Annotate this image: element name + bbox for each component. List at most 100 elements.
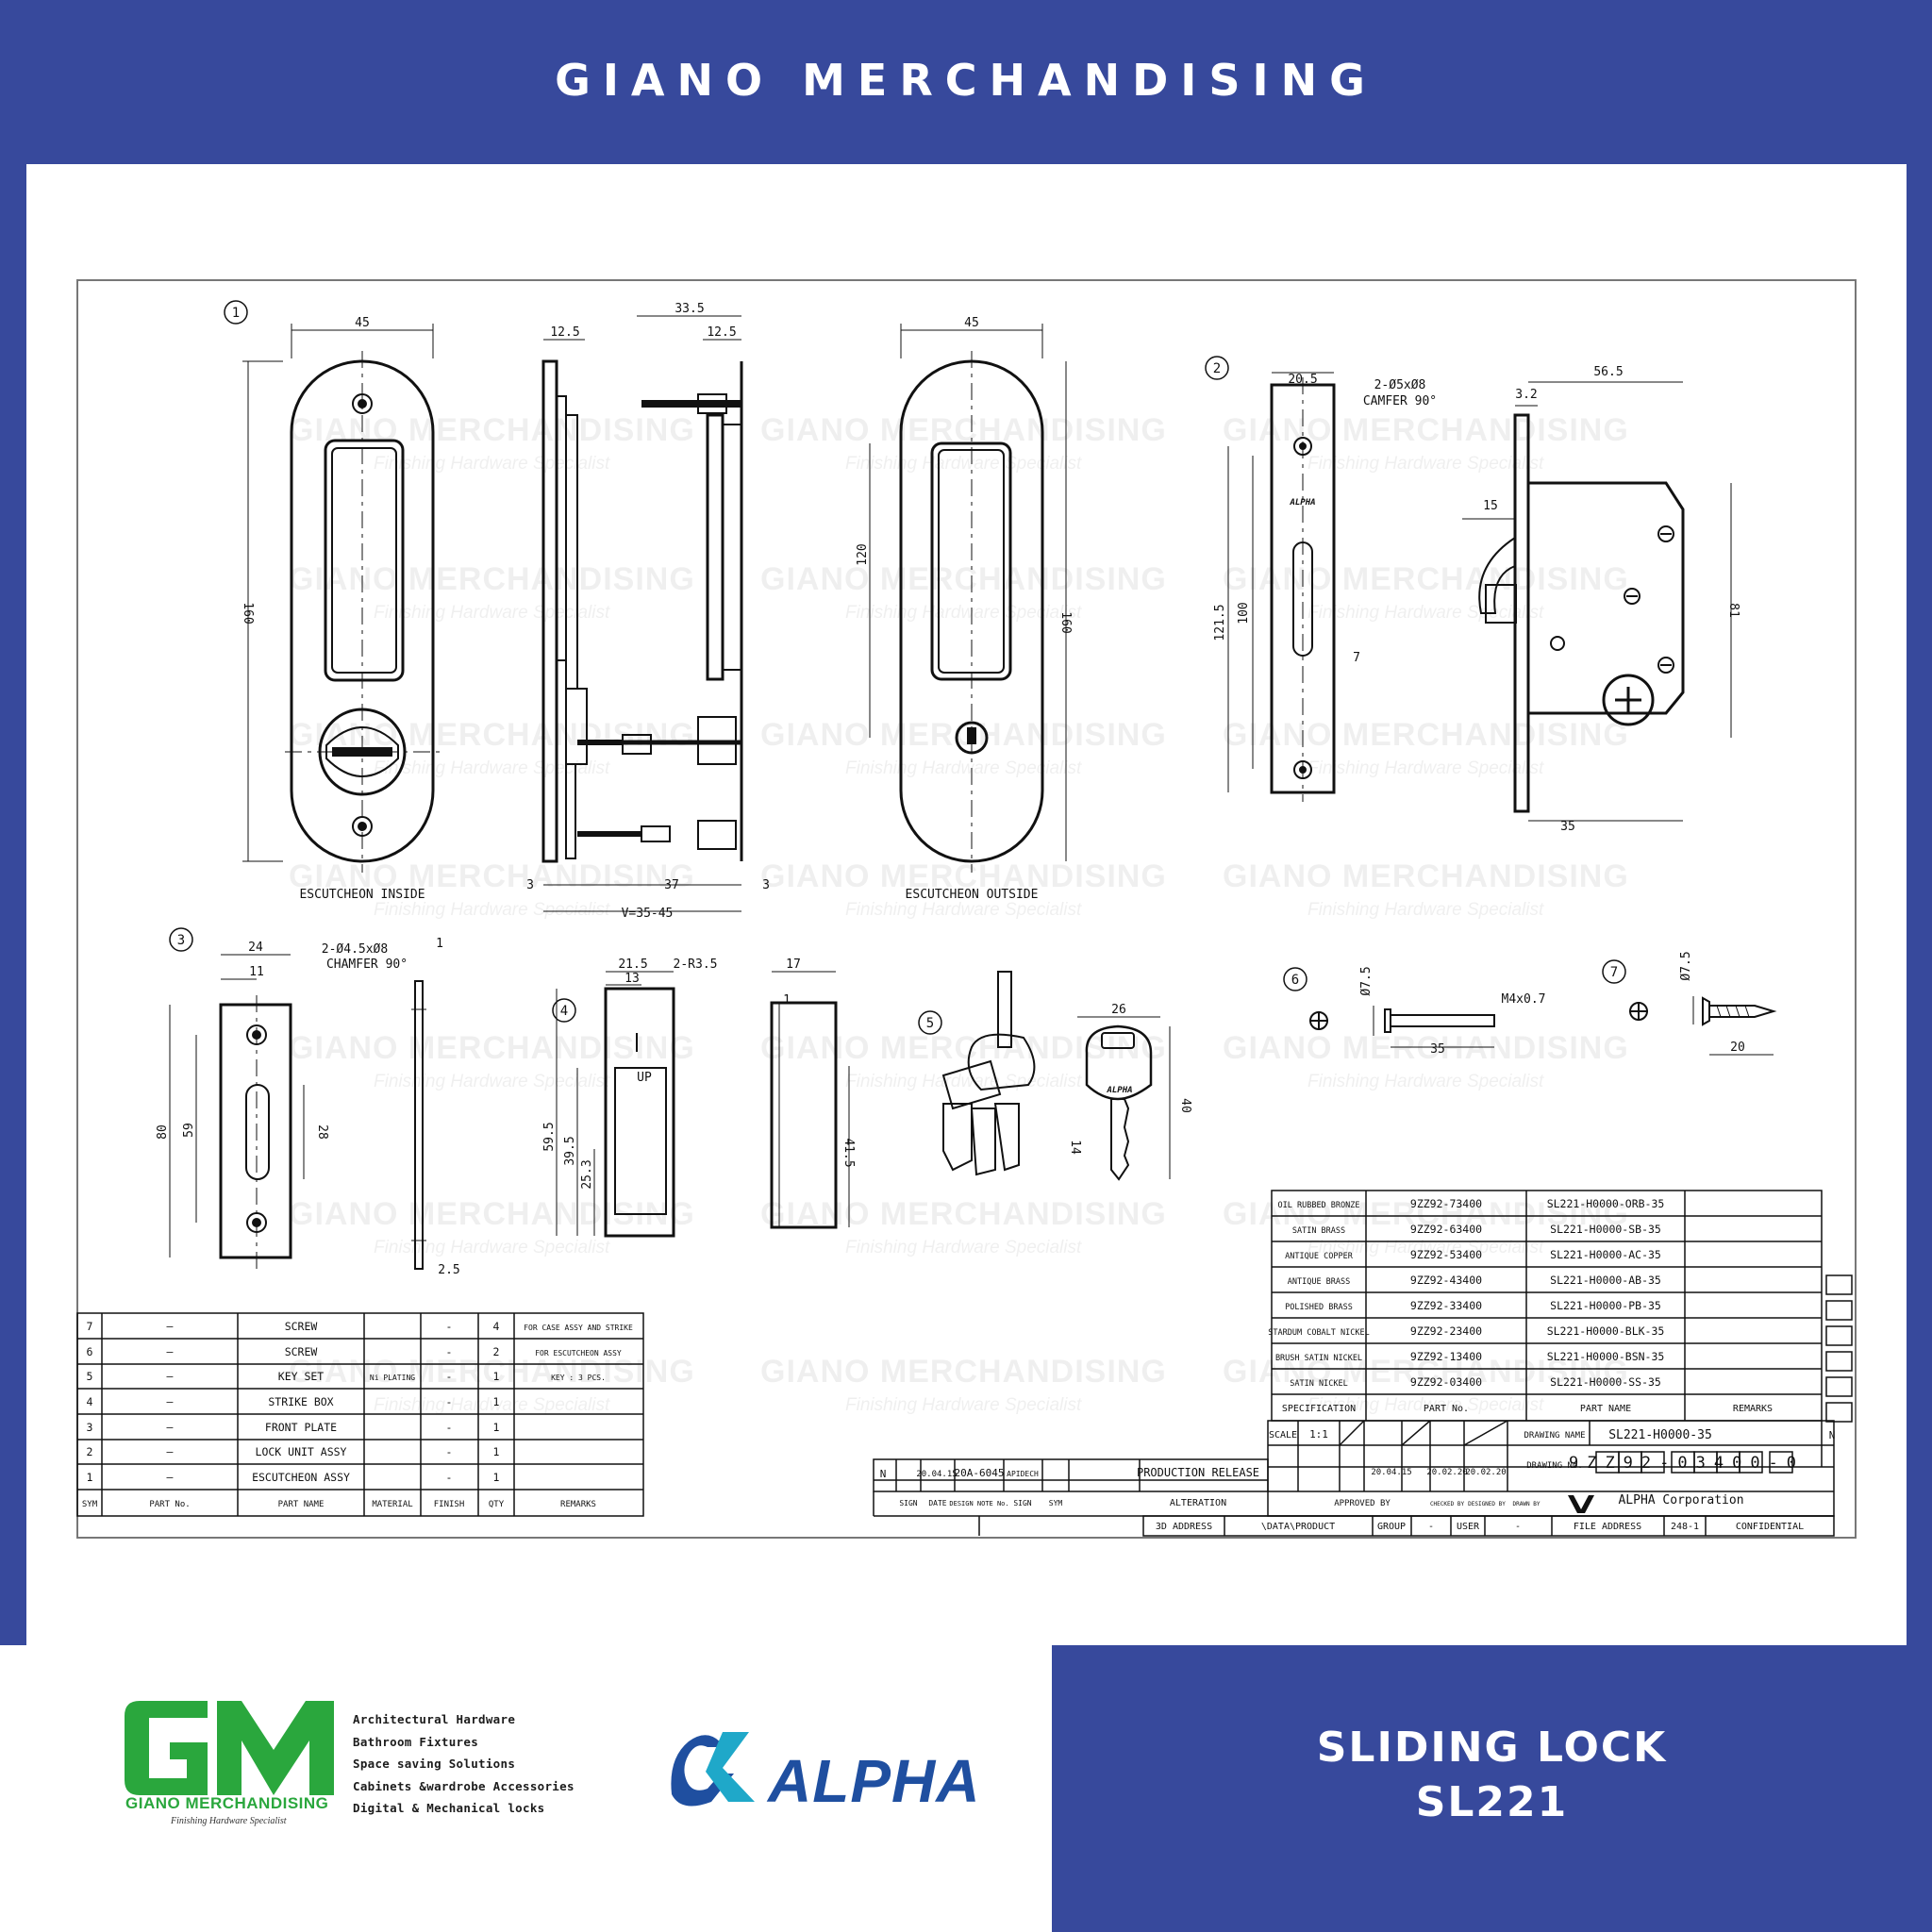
watermark-brand: GIANO MERCHANDISING — [760, 1030, 1167, 1066]
dim-3b: 3 — [762, 878, 770, 892]
parts-table-cell: 2 — [87, 1445, 93, 1458]
screw-6 — [1384, 1008, 1391, 1033]
spec-table-cell: SL221-H0000-ORB-35 — [1547, 1197, 1665, 1210]
parts-table-cell: FRONT PLATE — [265, 1421, 337, 1434]
dim-3-2: 3.2 — [1515, 388, 1537, 402]
part-marker-5-text: 5 — [926, 1016, 934, 1031]
parts-table-cell: — — [167, 1445, 174, 1458]
product-title-block: SLIDING LOCK SL221 — [1052, 1721, 1932, 1830]
dim-7: 7 — [1353, 651, 1360, 665]
watermark-brand: GIANO MERCHANDISING — [289, 858, 695, 894]
watermark-tagline: Finishing Hardware Specialist — [374, 1238, 610, 1257]
watermark-brand: GIANO MERCHANDISING — [1223, 1030, 1629, 1066]
spec-table-cell: ANTIQUE BRASS — [1288, 1277, 1351, 1287]
dim-phi-7-5b: Ø7.5 — [1679, 951, 1693, 980]
parts-table-cell: - — [446, 1370, 453, 1383]
parts-table-cell: LOCK UNIT ASSY — [256, 1445, 347, 1458]
part-marker-3-text: 3 — [177, 933, 185, 948]
tb-scale: 1:1 — [1309, 1428, 1328, 1441]
footer-product-panel — [1052, 1645, 1932, 1932]
tb-addr-5: - — [1515, 1522, 1521, 1532]
tb-rev-hdr-sign: SIGN — [899, 1499, 917, 1507]
single-key — [1085, 1024, 1153, 1101]
tb-date3: 20.02.20 — [1426, 1468, 1467, 1477]
spec-table-cell: SL221-H0000-SS-35 — [1550, 1375, 1661, 1389]
parts-table-cell: — — [167, 1471, 174, 1484]
key-set-illustration — [941, 971, 1153, 1181]
dim-v: V=35-45 — [622, 907, 674, 921]
watermark-layer: GIANO MERCHANDISING Finishing Hardware S… — [289, 412, 1629, 1415]
watermark-tagline: Finishing Hardware Specialist — [845, 758, 1082, 778]
spec-table-cell: POLISHED BRASS — [1285, 1303, 1353, 1312]
parts-table-cell: 1 — [493, 1370, 500, 1383]
watermark-tagline: Finishing Hardware Specialist — [845, 1395, 1082, 1415]
strike-front-plate — [219, 1003, 292, 1259]
dim-hole: 2-Ø5xØ8 — [1374, 378, 1426, 392]
watermark-tagline: Finishing Hardware Specialist — [1307, 758, 1544, 778]
parts-table-cell: 4 — [493, 1320, 500, 1333]
dim-59-5: 59.5 — [542, 1122, 557, 1151]
parts-table-cell: - — [446, 1320, 453, 1333]
part-marker-7 — [1602, 959, 1626, 984]
parts-table-cell: KEY : 3 PCS. — [551, 1374, 606, 1382]
parts-table-header: REMARKS — [560, 1500, 596, 1509]
spec-table-cell: 9ZZ92-33400 — [1410, 1299, 1482, 1312]
spec-table-cell: 9ZZ92-23400 — [1410, 1324, 1482, 1338]
dim-80: 80 — [156, 1124, 170, 1140]
watermark-brand: GIANO MERCHANDISING — [1223, 717, 1629, 753]
product-model: SL221 — [1415, 1778, 1569, 1826]
tb-rev: N — [1829, 1429, 1836, 1441]
spec-table-cell: ANTIQUE COPPER — [1285, 1252, 1354, 1261]
watermark-brand: GIANO MERCHANDISING — [1223, 412, 1629, 448]
watermark-tagline: Finishing Hardware Specialist — [1307, 454, 1544, 474]
part-marker-6 — [1283, 967, 1307, 991]
dim-20: 20 — [1730, 1041, 1745, 1055]
tb-approved: APPROVED BY — [1334, 1499, 1391, 1508]
parts-table-header: FINISH — [434, 1500, 465, 1509]
spec-table-cell: OIL RUBBED BRONZE — [1278, 1201, 1360, 1210]
lock-case-body — [1526, 481, 1685, 715]
tb-rev-mark: N — [880, 1468, 887, 1480]
dim-33-5: 33.5 — [675, 302, 704, 316]
dim-3a: 3 — [526, 878, 534, 892]
parts-table-cell: — — [167, 1345, 174, 1358]
tb-alteration: PRODUCTION RELEASE — [1137, 1466, 1259, 1479]
dim-59: 59 — [182, 1123, 196, 1138]
parts-table-cell: — — [167, 1320, 174, 1333]
header-banner: GIANO MERCHANDISING — [0, 0, 1932, 164]
service-item: Architectural Hardware — [353, 1712, 516, 1726]
tb-date2: 20.04.15 — [1371, 1468, 1411, 1477]
tb-scale-label: SCALE — [1269, 1430, 1297, 1441]
spec-table — [1271, 1190, 1853, 1423]
watermark-brand: GIANO MERCHANDISING — [289, 412, 695, 448]
spec-table-cell: SL221-H0000-AC-35 — [1550, 1248, 1661, 1261]
parts-table-cell: - — [446, 1345, 453, 1358]
tb-designed: DESIGNED BY — [1468, 1501, 1506, 1507]
parts-table-header: MATERIAL — [372, 1500, 412, 1509]
spec-table-header: PART NAME — [1580, 1404, 1631, 1414]
dim-hole2: 2-Ø4.5xØ8 — [322, 942, 388, 957]
services-list: Architectural Hardware Bathroom Fixtures… — [353, 1708, 575, 1820]
dim-17: 17 — [786, 958, 801, 972]
tb-date1: 20.04.15 — [916, 1470, 957, 1479]
service-item: Cabinets &wardrobe Accessories — [353, 1778, 575, 1793]
part-marker-1-text: 1 — [232, 306, 240, 321]
parts-table-cell: STRIKE BOX — [268, 1395, 333, 1408]
alpha-logo: ALPHA — [671, 1732, 979, 1815]
key-brand: ALPHA — [1106, 1086, 1132, 1095]
spec-table-cell: 9ZZ92-43400 — [1410, 1274, 1482, 1287]
tb-company: ALPHA Corporation — [1618, 1493, 1743, 1507]
dim-81: 81 — [1726, 603, 1740, 618]
tb-rev-hdr-date: DATE — [928, 1499, 946, 1507]
part-marker-6-text: 6 — [1291, 973, 1299, 988]
parts-table-cell: 5 — [87, 1370, 93, 1383]
part-marker-1 — [224, 300, 248, 325]
parts-table-cell: 2 — [493, 1345, 500, 1358]
tb-addr-1: \DATA\PRODUCT — [1261, 1522, 1335, 1532]
dim-56-5: 56.5 — [1593, 365, 1623, 379]
watermark-tagline: Finishing Hardware Specialist — [1307, 900, 1544, 920]
line-work — [169, 315, 1777, 1270]
spec-table-cell: SL221-H0000-BLK-35 — [1547, 1324, 1665, 1338]
tb-drawn: DRAWN BY — [1513, 1501, 1541, 1507]
part-marker-3 — [169, 927, 193, 952]
